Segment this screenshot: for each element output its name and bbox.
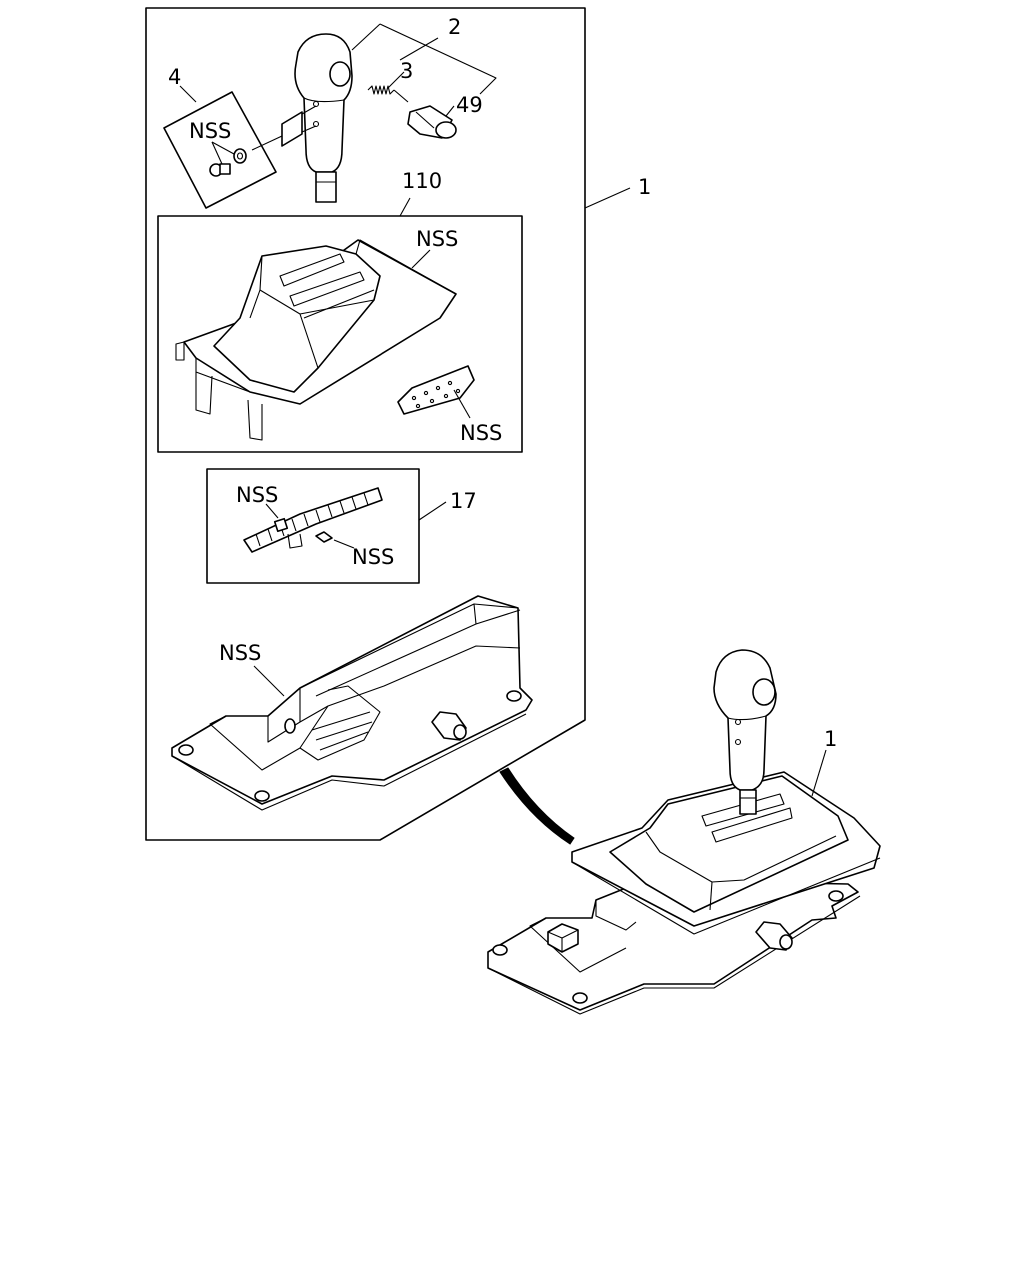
base-exploded xyxy=(171,595,533,811)
label-part-1: 1 xyxy=(638,175,651,199)
installed-assembly xyxy=(487,879,861,1015)
shift-knob xyxy=(294,33,353,203)
bezel-box xyxy=(157,215,523,453)
label-part-3: 3 xyxy=(400,59,413,83)
label-nss-screw-kit: NSS xyxy=(189,119,231,143)
bezel-position-plate xyxy=(397,365,475,415)
release-button xyxy=(407,105,457,139)
label-nss-indicator-strip: NSS xyxy=(236,483,278,507)
indicator-box xyxy=(206,468,420,584)
assembly-arrow xyxy=(499,767,575,845)
installed-bezel xyxy=(571,771,881,935)
label-part-1-installed: 1 xyxy=(824,727,837,751)
label-part-4: 4 xyxy=(168,65,181,89)
leader-1 xyxy=(584,187,631,209)
label-nss-indicator-lamp: NSS xyxy=(352,545,394,569)
leader-1-installed xyxy=(811,749,827,797)
label-part-110: 110 xyxy=(402,169,442,193)
installed-shift-knob xyxy=(713,649,777,815)
indicator-lamp xyxy=(315,531,333,543)
label-nss-bezel-cover: NSS xyxy=(416,227,458,251)
label-nss-base: NSS xyxy=(219,641,261,665)
exploded-view-frame xyxy=(145,7,586,841)
bezel-cover xyxy=(175,239,457,441)
label-part-2: 2 xyxy=(448,15,461,39)
label-part-17: 17 xyxy=(450,489,477,513)
label-part-49: 49 xyxy=(456,93,483,117)
screw xyxy=(209,163,231,177)
knob-plate xyxy=(281,111,303,147)
screw-kit-box xyxy=(163,91,277,209)
spring xyxy=(367,85,395,95)
leader-2 xyxy=(379,23,497,95)
washer xyxy=(233,148,247,164)
indicator-strip xyxy=(243,487,383,553)
label-nss-bezel-plate: NSS xyxy=(460,421,502,445)
